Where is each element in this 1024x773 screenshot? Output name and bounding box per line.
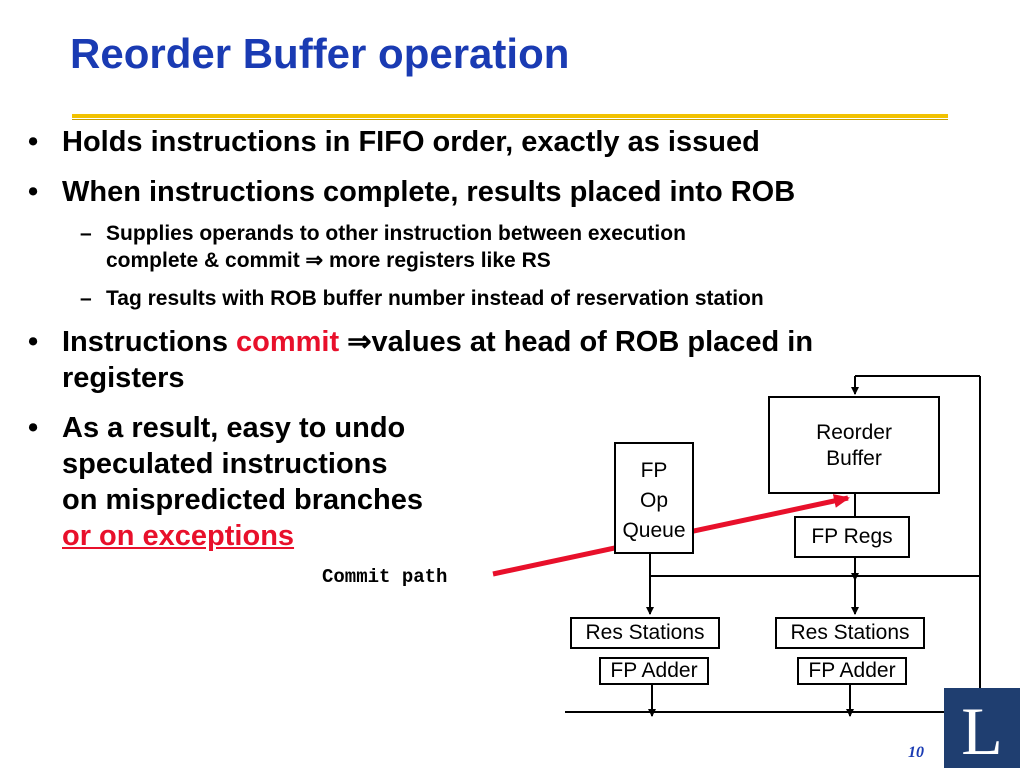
fp-op-queue-label: FP Op Queue (616, 456, 692, 546)
exceptions-text: or on exceptions (62, 520, 295, 552)
title-underline-shadow (72, 119, 948, 120)
fp-regs-box: FP Regs (794, 516, 910, 558)
commit-word: commit (236, 326, 340, 358)
university-logo: L (944, 688, 1020, 769)
bullet-line: As a result, easy to undo (62, 412, 406, 444)
fpq-line1: FP (640, 459, 668, 482)
fp-adder-right-label: FP Adder (808, 659, 896, 682)
bullet-text-post: ⇒values at head of ROB placed in (339, 326, 814, 358)
res-stations-right-box: Res Stations (775, 617, 925, 649)
res-stations-left-box: Res Stations (570, 617, 720, 649)
bullet-line: on mispredicted branches (62, 484, 423, 516)
fp-adder-right-box: FP Adder (797, 657, 907, 685)
reorder-buffer-box: Reorder Buffer (768, 396, 940, 494)
bullet-glyph: • (28, 412, 39, 444)
bullet-text: Instructions commit ⇒values at head of R… (62, 324, 813, 396)
bullet-glyph: • (28, 176, 39, 208)
fpq-line2: Op (639, 489, 668, 512)
subbullet-line: Supplies operands to other instruction b… (106, 222, 686, 245)
bullet-text: As a result, easy to undo speculated ins… (62, 410, 423, 554)
page-number: 10 (908, 744, 924, 761)
rob-label: Reorder Buffer (770, 420, 938, 472)
commit-path-label: Commit path (322, 566, 448, 588)
logo-l-icon: L (961, 693, 1003, 769)
dash-glyph: – (80, 222, 92, 245)
subbullet-text: Supplies operands to other instruction b… (106, 220, 686, 274)
fp-adder-left-label: FP Adder (610, 659, 698, 682)
bullet-text: Holds instructions in FIFO order, exactl… (62, 126, 760, 158)
fpq-line3: Queue (622, 519, 686, 542)
subbullet-line: complete & commit ⇒ more registers like … (106, 249, 551, 272)
logo-letter: L (961, 693, 1003, 768)
bullet-text: When instructions complete, results plac… (62, 176, 796, 208)
rob-line2: Buffer (826, 447, 882, 470)
bullet-text-line2: registers (62, 362, 185, 394)
bullet-glyph: • (28, 126, 39, 158)
res-stations-left-label: Res Stations (585, 621, 705, 644)
subbullet-text: Tag results with ROB buffer number inste… (106, 287, 764, 310)
title-underline (72, 114, 948, 118)
slide-title: Reorder Buffer operation (70, 30, 570, 77)
bullet-glyph: • (28, 326, 39, 358)
fp-op-queue-box: FP Op Queue (614, 442, 694, 554)
dash-glyph: – (80, 287, 92, 310)
bullet-text-pre: Instructions (62, 326, 237, 358)
bullet-line: speculated instructions (62, 448, 388, 480)
res-stations-right-label: Res Stations (790, 621, 910, 644)
fp-adder-left-box: FP Adder (599, 657, 709, 685)
rob-line1: Reorder (816, 421, 892, 444)
fp-regs-label: FP Regs (811, 525, 893, 548)
